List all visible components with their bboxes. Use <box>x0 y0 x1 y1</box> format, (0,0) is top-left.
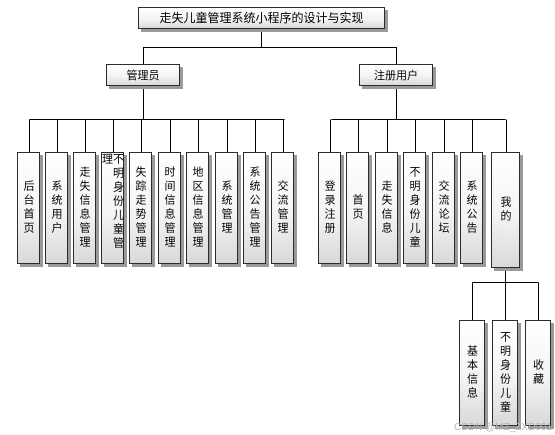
title-box: 走失儿童管理系统小程序的设计与实现 <box>138 7 385 29</box>
admin-module-6: 时间信息管理 <box>158 152 181 264</box>
user-module-4: 不明身份儿童 <box>403 152 426 264</box>
admin-module-4: 不明身份儿童管理 <box>101 152 125 264</box>
mine-child-2: 不明身份儿童 <box>492 320 518 426</box>
mine-child-1: 基本信息 <box>459 320 485 426</box>
user-node: 注册用户 <box>359 64 433 86</box>
user-module-3: 走失信息 <box>375 152 398 264</box>
user-module-2: 首页 <box>346 152 369 264</box>
user-label: 注册用户 <box>374 68 418 82</box>
admin-module-7: 地区信息管理 <box>186 152 209 264</box>
admin-module-9: 系统公告管理 <box>243 152 266 264</box>
admin-module-3: 走失信息管理 <box>73 152 96 264</box>
admin-module-1: 后台首页 <box>17 152 40 264</box>
admin-module-10: 交流管理 <box>271 152 294 264</box>
admin-module-8: 系统管理 <box>215 152 238 264</box>
admin-label: 管理员 <box>126 68 160 82</box>
title-text: 走失儿童管理系统小程序的设计与实现 <box>159 11 364 25</box>
mine-child-3: 收藏 <box>525 320 551 426</box>
admin-node: 管理员 <box>106 64 180 86</box>
watermark: CSDN @MZ_ZXD001 <box>454 422 552 433</box>
user-module-1: 登录注册 <box>318 152 341 264</box>
user-module-6: 系统公告 <box>460 152 483 264</box>
user-module-7: 我的 <box>491 152 520 268</box>
admin-module-2: 系统用户 <box>45 152 68 264</box>
admin-module-5: 失踪走势管理 <box>129 152 152 264</box>
user-module-5: 交流论坛 <box>432 152 455 264</box>
